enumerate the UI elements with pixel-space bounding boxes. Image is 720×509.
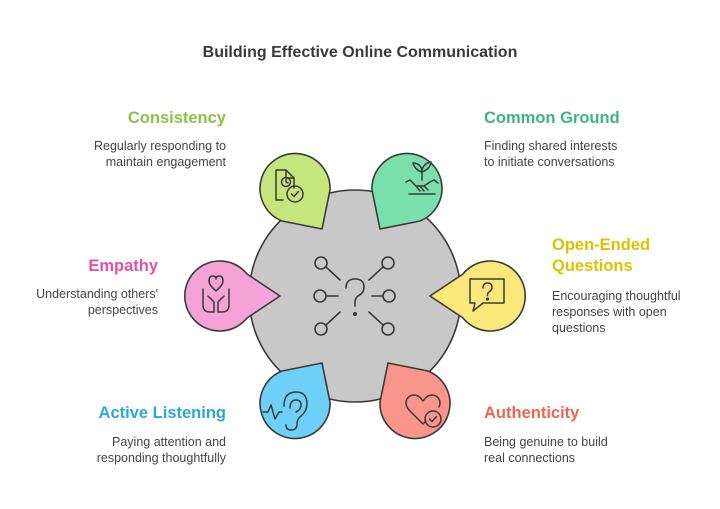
open-ended-desc-line-3: questions (552, 321, 606, 335)
common-ground-label: Common Ground (484, 109, 620, 127)
active-listening-description: Paying attention and responding thoughtf… (40, 434, 226, 466)
open-ended-desc-line-1: Encouraging thoughtful (552, 289, 681, 303)
document-clock-check-icon (275, 169, 304, 203)
active-listening-label: Active Listening (98, 404, 226, 422)
ear-sound-icon (262, 391, 308, 431)
authenticity-desc-line-2: real connections (484, 451, 576, 465)
hands-heart-icon (202, 275, 230, 313)
diagram-title: Building Effective Online Communication (202, 44, 518, 61)
common-ground-petal (371, 152, 443, 230)
handshake-sprout-icon (405, 161, 439, 195)
active-listening-desc-line-2: responding thoughtfully (96, 451, 226, 465)
authenticity-description: Being genuine to build real connections (484, 434, 684, 466)
empathy-description: Understanding others' perspectives (10, 286, 158, 318)
question-network-icon (313, 256, 396, 336)
common-ground-desc-line-2: to initiate conversations (484, 155, 615, 169)
common-ground-desc-line-1: Finding shared interests (484, 139, 618, 153)
empathy-desc-line-2: perspectives (87, 303, 158, 317)
empathy-desc-line-1: Understanding others' (36, 287, 158, 301)
heart-check-icon (405, 394, 442, 428)
authenticity-desc-line-1: Being genuine to build (484, 435, 608, 449)
common-ground-description: Finding shared interests to initiate con… (484, 138, 684, 170)
consistency-desc-line-2: maintain engagement (105, 155, 226, 169)
consistency-desc-line-1: Regularly responding to (93, 139, 226, 153)
open-ended-label-line-2: Questions (552, 257, 633, 275)
open-ended-label-line-1: Open-Ended (552, 236, 651, 254)
open-ended-desc-line-2: responses with open (552, 305, 667, 319)
empathy-label: Empathy (88, 257, 158, 275)
authenticity-label: Authenticity (484, 404, 580, 422)
chat-question-icon (469, 278, 505, 312)
open-ended-description: Encouraging thoughtful responses with op… (552, 288, 712, 336)
authenticity-petal (379, 362, 451, 440)
active-listening-desc-line-1: Paying attention and (112, 435, 226, 449)
consistency-label: Consistency (127, 109, 226, 127)
consistency-description: Regularly responding to maintain engagem… (40, 138, 226, 170)
consistency-petal (259, 152, 331, 230)
open-ended-label: Open-Ended Questions (552, 235, 712, 277)
